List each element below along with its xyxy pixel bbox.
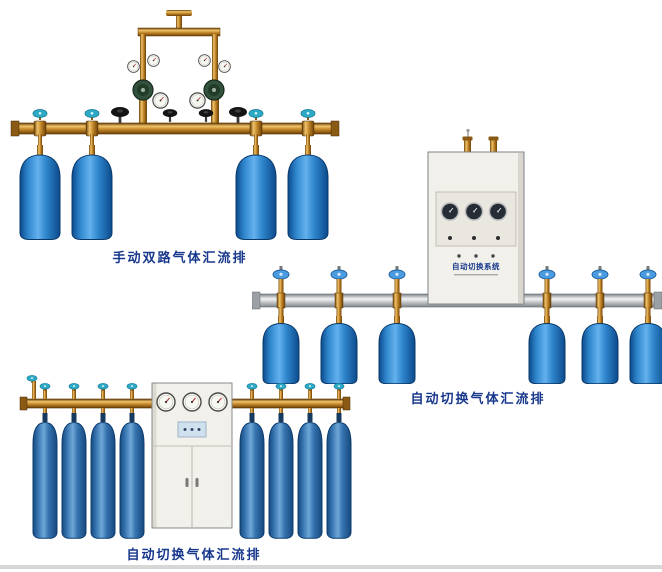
gas-cylinder — [528, 316, 566, 384]
cylinder-drop-pipes — [38, 134, 310, 146]
cylinder-station — [239, 383, 265, 539]
auto-switch-manifold-2-illustration — [19, 375, 352, 539]
cylinder-station — [61, 383, 87, 539]
cylinder-valve-handwheel — [591, 269, 609, 280]
door-handle — [195, 478, 199, 487]
panel-gauge — [488, 202, 508, 221]
cylinder-station — [262, 266, 300, 384]
panel-gauge — [208, 392, 228, 412]
cylinder-valve-handwheel — [68, 383, 80, 391]
manifold-header-pipe — [10, 120, 340, 137]
control-cabinet: 自动切换系统 — [427, 128, 525, 305]
cylinder-valve-handwheel — [39, 383, 51, 391]
gas-cylinder — [629, 316, 662, 384]
product-auto-switch-manifold: 自动切换系统 自动切换气体汇流排 — [252, 128, 662, 406]
panel-knob — [496, 236, 500, 240]
gas-cylinder — [378, 316, 416, 384]
panel-gauge — [440, 202, 460, 221]
cylinder-valve-handwheel — [300, 109, 316, 120]
door-handle — [185, 478, 189, 487]
panel-gauge — [464, 202, 484, 221]
gas-cylinder — [268, 413, 294, 539]
shutoff-valve-handwheel — [229, 107, 247, 123]
cylinder-valve-handwheel — [388, 269, 406, 280]
cylinder-valve-handwheel — [639, 269, 657, 280]
indicator-light — [457, 254, 461, 258]
control-cabinet — [151, 382, 233, 529]
cylinder-station — [268, 383, 294, 539]
indicator-light — [491, 254, 495, 258]
pressure-gauge — [189, 92, 206, 109]
inlet-assembly — [137, 10, 221, 80]
shutoff-valve-handwheel — [162, 109, 178, 122]
shutoff-valve-handwheel — [111, 107, 129, 123]
auto-switch-manifold-illustration: 自动切换系统 — [252, 128, 662, 384]
gas-cylinder — [71, 144, 113, 240]
gas-cylinder — [239, 413, 265, 539]
cylinder-station — [32, 383, 58, 539]
product-auto-switch-manifold-2: 自动切换气体汇流排 — [14, 372, 359, 562]
cylinder-valve-handwheel — [32, 109, 48, 120]
pressure-regulator-left — [132, 79, 154, 126]
manual-dual-manifold-illustration — [10, 10, 340, 240]
product-caption: 自动切换气体汇流排 — [410, 391, 546, 406]
gas-cylinder — [61, 413, 87, 539]
gas-cylinder — [119, 413, 145, 539]
gas-cylinder — [90, 413, 116, 539]
gas-cylinder — [32, 413, 58, 539]
panel-knob — [472, 236, 476, 240]
cylinder-valve-handwheel — [272, 269, 290, 280]
cylinder-valve-handwheel — [84, 109, 100, 120]
pressure-gauge — [147, 54, 160, 67]
gas-cylinder — [326, 413, 352, 539]
cabinet-sublabel-rule — [454, 274, 498, 276]
pressure-regulator-right — [203, 79, 225, 126]
cylinder-valve-handwheel — [248, 109, 264, 120]
product-caption: 手动双路气体汇流排 — [112, 250, 248, 265]
cylinder-valve-handwheel — [333, 383, 345, 391]
cylinder-station — [326, 383, 352, 539]
cylinder-station — [320, 266, 358, 384]
cylinder-valve-handwheel — [97, 383, 109, 391]
cylinder-valve-handwheel — [275, 383, 287, 391]
cylinder-valve-handwheel — [538, 269, 556, 280]
cylinder-station — [581, 266, 619, 384]
panel-gauge — [182, 392, 202, 412]
gas-cylinder — [581, 316, 619, 384]
cylinder-valve-handwheel — [126, 383, 138, 391]
cabinet-label: 自动切换系统 — [452, 261, 500, 271]
cylinder-station — [119, 383, 145, 539]
cylinder-station — [378, 266, 416, 384]
pressure-gauge — [218, 60, 231, 73]
panel-button — [190, 428, 194, 431]
pressure-gauge — [127, 60, 140, 73]
cylinder-station — [90, 383, 116, 539]
cylinder-valve-handwheel — [246, 383, 258, 391]
page-bottom-rule — [0, 565, 662, 569]
product-caption: 自动切换气体汇流排 — [126, 547, 262, 562]
pressure-gauge — [198, 54, 211, 67]
cylinder-station — [629, 266, 662, 384]
cylinder-station — [297, 383, 323, 539]
pressure-gauge — [152, 92, 169, 109]
panel-button — [183, 428, 187, 431]
gas-cylinder — [19, 144, 61, 240]
gas-cylinder — [297, 413, 323, 539]
panel-gauge — [156, 392, 176, 412]
panel-button — [197, 428, 201, 431]
indicator-light — [474, 254, 478, 258]
product-manual-dual-manifold: 手动双路气体汇流排 — [10, 6, 350, 265]
cylinder-valve-handwheel — [330, 269, 348, 280]
panel-knob — [448, 236, 452, 240]
cylinder-valve-handwheel — [304, 383, 316, 391]
cylinder-station — [528, 266, 566, 384]
